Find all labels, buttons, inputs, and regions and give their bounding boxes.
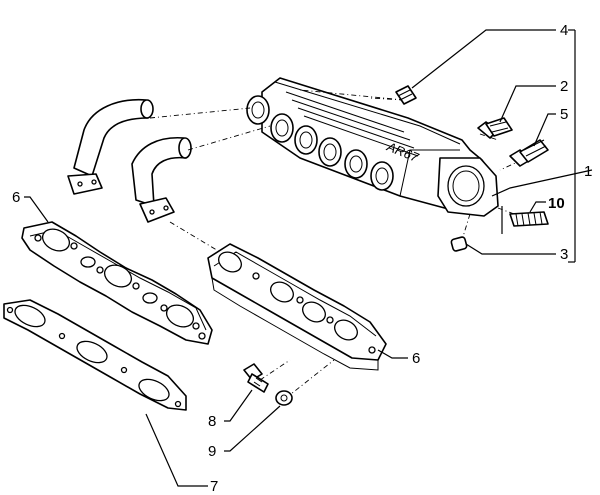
hose-upper (67, 98, 154, 195)
callout-8: 8 (208, 413, 216, 430)
plug-4 (395, 85, 417, 105)
callout-2: 2 (560, 78, 568, 95)
bolt-8 (243, 363, 269, 393)
callout-7: 7 (210, 478, 218, 495)
callout-10: 10 (548, 195, 565, 212)
callout-9: 9 (208, 443, 216, 460)
leader-lines (24, 29, 593, 487)
callout-4: 4 (560, 22, 568, 39)
callout-3: 3 (560, 246, 568, 263)
callout-labels: 4 2 5 1 10 3 6 6 8 9 7 (12, 22, 592, 495)
runner-outlets (246, 95, 394, 191)
fitting-5 (509, 139, 549, 167)
gasket-upper-left (21, 221, 213, 345)
hose-lower (131, 136, 192, 223)
callout-5: 5 (560, 106, 568, 123)
washer-9 (275, 390, 293, 406)
plug-3 (450, 236, 468, 252)
gasket-lower-left (3, 299, 187, 411)
callout-bracket (568, 29, 576, 263)
gasket-center (207, 243, 387, 371)
stud-10 (501, 206, 549, 234)
fitting-2 (477, 117, 513, 139)
callout-6-upper: 6 (12, 189, 20, 206)
alignment-lines (149, 89, 523, 399)
callout-1: 1 (584, 163, 592, 180)
callout-6-center: 6 (412, 350, 420, 367)
intake-manifold: AR67 (246, 77, 499, 217)
